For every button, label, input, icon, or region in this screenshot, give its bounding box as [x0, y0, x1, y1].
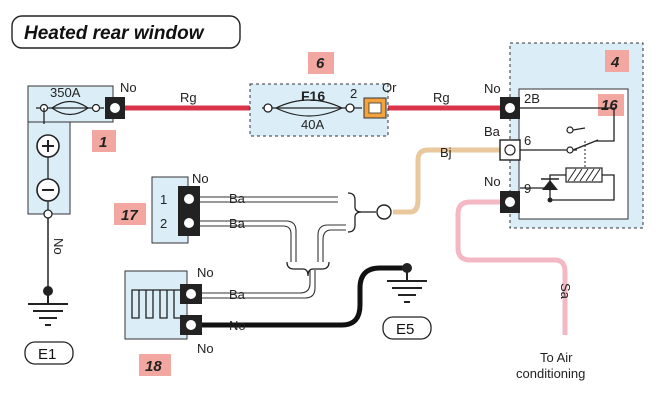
- tag-17-bg: [114, 203, 146, 225]
- fuse-f16-id: F16: [301, 88, 325, 104]
- tag-16-bg: [598, 94, 624, 116]
- relay-pin-2b-color: No: [484, 81, 501, 96]
- relay-pin-6-color: Ba: [484, 124, 501, 139]
- wire-label-bj: Bj: [440, 145, 452, 160]
- ground-e1-symbol: [28, 291, 68, 326]
- wire-label-ba-2: Ba: [229, 216, 246, 231]
- component-6-fuse: 6 F16 40A 2 Or: [249, 52, 397, 137]
- fuse-350a-label: 350A: [50, 85, 81, 100]
- battery-terminal-color: No: [120, 80, 137, 95]
- component-16-relay: 16: [518, 88, 629, 220]
- title-box: Heated rear window: [11, 15, 241, 49]
- fuse-pin-color: Or: [382, 80, 397, 95]
- ground-e5-label: E5: [396, 321, 414, 338]
- ground-e5: [382, 316, 432, 340]
- relay-pin-2b: No 2B: [484, 81, 540, 119]
- tag-16: 16: [601, 97, 618, 114]
- component-1-battery: 1 350A: [27, 85, 116, 219]
- tag-4-bg: [605, 50, 629, 72]
- wire-label-ba-3: Ba: [229, 287, 246, 302]
- relay-pin-9-label: 9: [524, 181, 531, 196]
- component-18-element: No No 18: [124, 265, 214, 376]
- wire-label-no-neg: No: [51, 238, 66, 255]
- tag-17: 17: [121, 207, 138, 224]
- wire-bj: [393, 147, 500, 215]
- note-line-2: conditioning: [516, 366, 585, 381]
- ground-e1: [24, 341, 74, 365]
- fuse-f16-rating: 40A: [301, 117, 324, 132]
- element-color-top: No: [197, 265, 214, 280]
- relay-pin-9: No 9: [484, 174, 531, 213]
- relay-pin-2b-label: 2B: [524, 91, 540, 106]
- note-line-1: To Air: [540, 350, 573, 365]
- wire-label-no-e5: No: [229, 318, 246, 333]
- component-17-switch: 1 2 No 17: [114, 171, 209, 244]
- ground-e5-symbol: [387, 268, 427, 303]
- tag-6-bg: [308, 52, 334, 74]
- diagram-title: Heated rear window: [24, 23, 205, 44]
- wire-ba-pair: [200, 196, 346, 299]
- tag-6: 6: [316, 55, 325, 72]
- tag-1-bg: [92, 130, 116, 152]
- relay-pin-6-label: 6: [524, 133, 531, 148]
- switch-color: No: [192, 171, 209, 186]
- wire-label-sa: Sa: [558, 283, 573, 300]
- switch-pin-2: 2: [160, 216, 167, 231]
- wire-label-ba-1: Ba: [229, 191, 246, 206]
- tag-18: 18: [145, 358, 162, 375]
- relay-pin-6: Ba 6: [484, 124, 531, 161]
- element-color-bottom: No: [197, 341, 214, 356]
- tag-1: 1: [99, 134, 107, 151]
- wire-sa: [455, 199, 568, 335]
- relay-pin-9-color: No: [484, 174, 501, 189]
- fuse-pin-2: 2: [350, 86, 357, 101]
- ground-e1-label: E1: [38, 346, 56, 363]
- wire-no-e5: [200, 265, 407, 328]
- wire-label-rg-1: Rg: [180, 90, 197, 105]
- tag-4: 4: [610, 54, 620, 71]
- wire-label-rg-2: Rg: [433, 90, 450, 105]
- tag-18-bg: [139, 354, 171, 376]
- switch-pin-1: 1: [160, 192, 167, 207]
